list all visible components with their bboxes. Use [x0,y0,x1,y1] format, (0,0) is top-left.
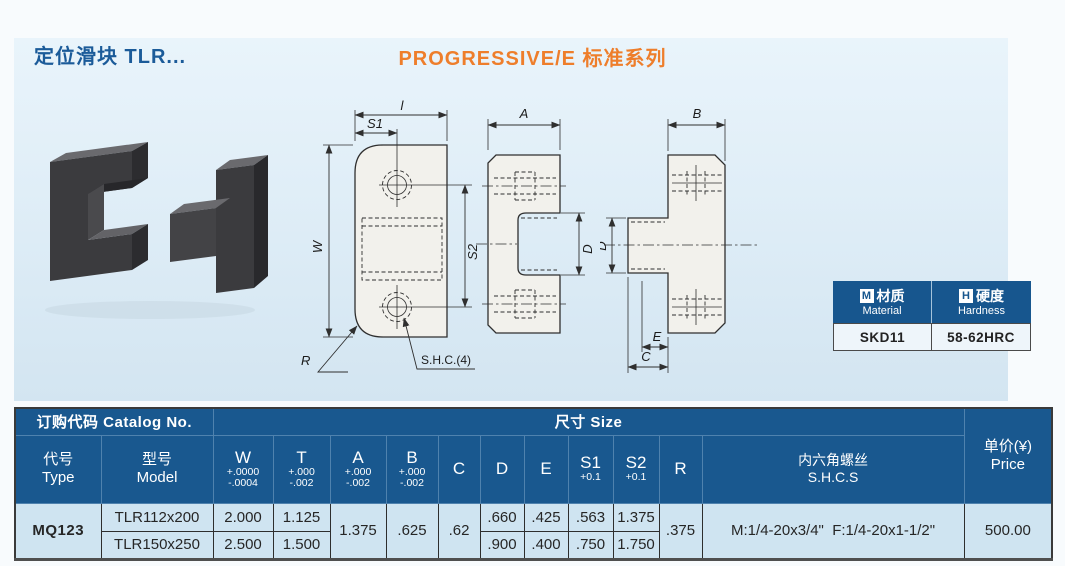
hardness-value: 58-62HRC [932,323,1031,351]
model-cell: TLR150x250 [100,530,214,560]
type-header-en: Type [41,469,75,486]
dim-label-e: E [653,329,662,344]
dim-label-r: R [301,353,310,368]
dim-label-d-mating: D [600,241,609,250]
model-header-cn: 型号 [142,451,173,468]
series-title: PROGRESSIVE/E 标准系列 [398,48,667,70]
col-r-header: R [658,434,703,504]
photo-shadow [45,301,255,319]
col-shcs-header: 内六角螺丝 S.H.C.S [701,434,965,504]
shc-note: S.H.C.(4) [421,353,471,367]
table-row: TLR150x250 2.500 1.500 .900 .400 .750 1.… [15,530,1052,560]
material-value: SKD11 [833,323,932,351]
hardness-label-cn: 硬度 [976,287,1004,304]
a-cell: 1.375 [329,502,387,560]
c-cell: .62 [437,502,481,560]
material-header-cell: M 材质 Material [833,281,932,323]
col-model-header: 型号 Model [100,434,214,504]
type-value-cell: MQ123 [14,502,102,560]
price-header-en: Price [990,455,1025,473]
col-b-header: B +.000 -.002 [385,434,439,504]
mating-view-drawing: B D E C [600,106,758,373]
type-header-cn: 代号 [43,451,74,468]
dim-label-s2: S2 [465,243,480,260]
s2-cell: 1.375 [612,502,660,532]
hardness-header-cell: H 硬度 Hardness [932,281,1031,323]
dim-label-c: C [641,349,651,364]
material-label-cn: 材质 [876,287,905,304]
size-table: 订购代码 Catalog No. 尺寸 Size 单价(¥) Price 代号 … [14,407,1054,561]
shcs-header-en: S.H.C.S [807,469,859,485]
hardness-label-en: Hardness [957,304,1006,317]
dim-label-b: B [693,106,702,121]
s2-cell: 1.750 [612,530,660,560]
e-cell: .400 [523,530,569,560]
col-d-header: D [479,434,525,504]
col-type-header: 代号 Type [14,434,102,504]
dim-label-l: l [401,98,405,113]
size-header: 尺寸 Size [212,407,965,436]
col-c-header: C [437,434,481,504]
col-s1-header: S1 +0.1 [567,434,614,504]
col-s2-header: S2 +0.1 [612,434,660,504]
s1-cell: .563 [567,502,614,532]
model-header-en: Model [136,469,178,486]
shcs-header-cn: 内六角螺丝 [798,452,869,468]
col-a-header: A +.000 -.002 [329,434,387,504]
page-title: 定位滑块 TLR... [34,46,187,68]
col-t-header: T +.000 -.002 [272,434,331,504]
t-cell: 1.125 [272,502,331,532]
material-label-en: Material [862,304,902,317]
price-cell: 500.00 [963,502,1053,560]
hardness-badge-icon: H [959,288,973,303]
dim-label-a: A [519,106,529,121]
d-cell: .900 [479,530,525,560]
front-view-drawing: l S1 W S2 R S.H.C.(4) [301,98,480,373]
table-row: MQ123 TLR112x200 2.000 1.125 1.375 .625 … [14,502,1053,560]
material-card: M 材质 Material H 硬度 Hardness SKD11 58-62H… [833,281,1031,351]
dim-label-d-side: D [580,244,595,253]
side-view-drawing: A D [476,106,595,334]
catalog-no-header: 订购代码 Catalog No. [14,407,214,436]
col-e-header: E [523,434,569,504]
e-cell: .425 [523,502,569,532]
price-header: 单价(¥) Price [963,407,1053,504]
w-cell: 2.000 [212,502,274,532]
r-cell: .375 [658,502,703,560]
col-w-header: W +.0000 -.0004 [212,434,274,504]
b-cell: .625 [385,502,439,560]
dim-label-w: W [310,239,325,253]
w-cell: 2.500 [212,530,274,560]
shcs-cell: M:1/4-20x3/4" F:1/4-20x1-1/2" [701,502,965,560]
model-cell: TLR112x200 [100,502,214,532]
s1-cell: .750 [567,530,614,560]
d-cell: .660 [479,502,525,532]
dim-label-s1: S1 [367,116,383,131]
part-photo-3d [45,142,268,319]
price-header-cn: 单价(¥) [983,437,1033,455]
t-cell: 1.500 [272,530,331,560]
material-badge-icon: M [859,288,874,303]
